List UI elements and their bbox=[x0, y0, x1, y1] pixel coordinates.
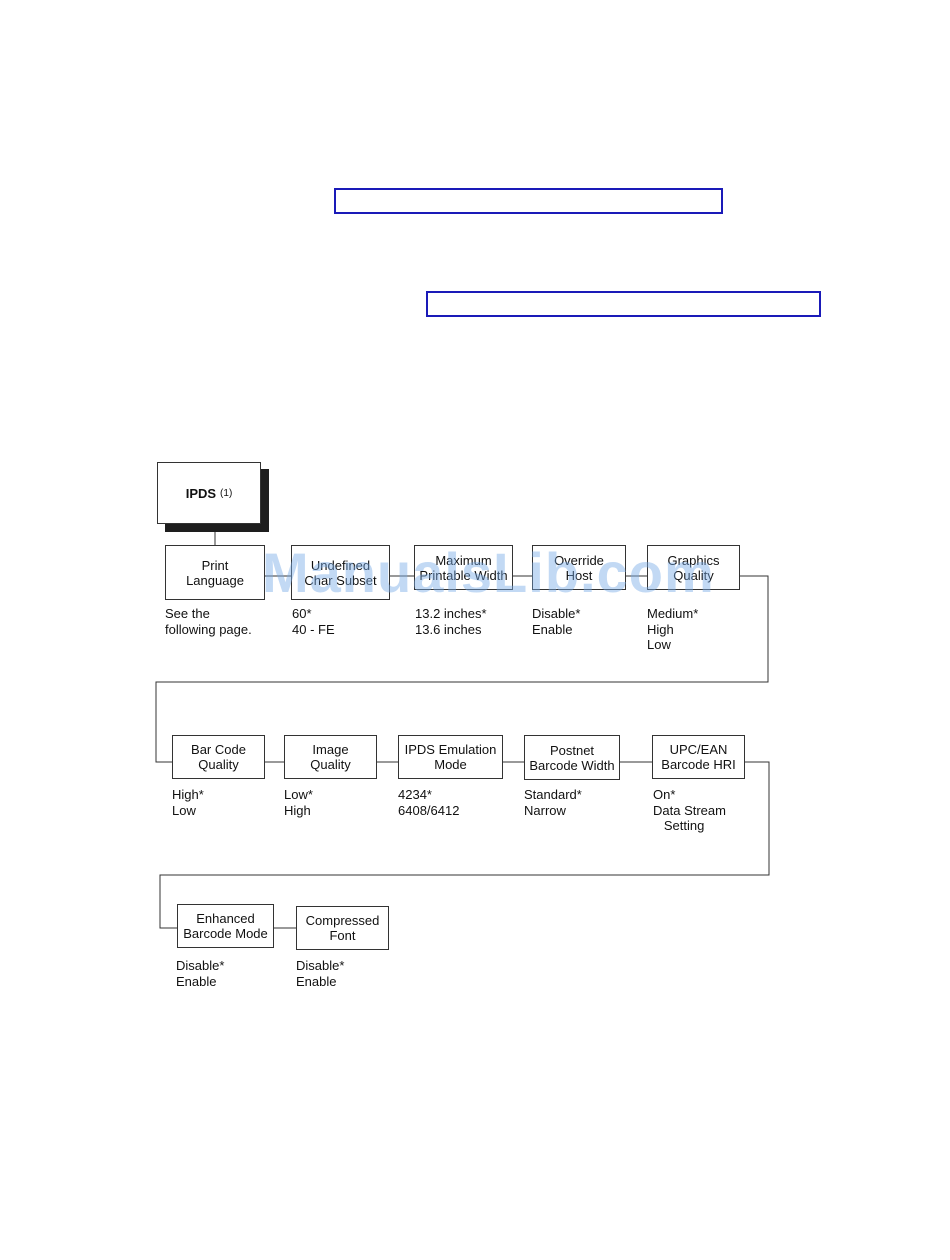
option: Standard* bbox=[524, 787, 582, 802]
box-line: Postnet bbox=[549, 742, 595, 758]
box-line: IPDS Emulation bbox=[404, 742, 497, 757]
option: Data Stream bbox=[653, 802, 726, 818]
box-line: Quality bbox=[310, 757, 351, 772]
box-line: Image bbox=[312, 742, 349, 757]
ipds-emulation-mode-options: 4234*6408/6412 bbox=[398, 787, 459, 818]
option: Disable* bbox=[296, 958, 345, 973]
option: Disable* bbox=[176, 958, 225, 973]
box-line: Quality bbox=[673, 567, 714, 583]
box-line: Undefined bbox=[310, 557, 371, 573]
option: 40 - FE bbox=[292, 621, 335, 637]
box-line: Language bbox=[186, 572, 244, 588]
option: 4234* bbox=[398, 787, 432, 802]
override-host-options: Disable*Enable bbox=[532, 606, 580, 637]
option: Disable* bbox=[532, 606, 581, 621]
box-line: Compressed bbox=[305, 913, 380, 928]
bar-code-quality-box: Bar Code Quality bbox=[172, 735, 265, 779]
undefined-char-subset-box: Undefined Char Subset bbox=[291, 545, 390, 600]
option: 13.6 inches bbox=[415, 621, 482, 637]
option: Low bbox=[172, 802, 196, 818]
box-line: Barcode HRI bbox=[661, 757, 736, 772]
option: Enable bbox=[296, 973, 337, 989]
box-line: Quality bbox=[198, 757, 239, 772]
enhanced-barcode-mode-box: Enhanced Barcode Mode bbox=[177, 904, 274, 948]
cross-reference-link-2[interactable] bbox=[426, 291, 821, 317]
option: Medium* bbox=[647, 606, 699, 621]
option: Low* bbox=[284, 787, 313, 802]
box-line: Enhanced bbox=[196, 911, 255, 926]
upc-ean-barcode-hri-box: UPC/EAN Barcode HRI bbox=[652, 735, 745, 779]
option: 13.2 inches* bbox=[415, 606, 487, 621]
option: High bbox=[284, 802, 311, 818]
ipds-emulation-mode-box: IPDS Emulation Mode bbox=[398, 735, 503, 779]
ipds-root-box: IPDS (1) bbox=[157, 462, 261, 524]
box-line: Mode bbox=[434, 757, 467, 772]
box-line: Font bbox=[329, 928, 356, 943]
box-line: Print bbox=[201, 557, 229, 573]
option: On* bbox=[653, 787, 676, 802]
box-line: Graphics bbox=[667, 552, 720, 568]
root-note: (1) bbox=[220, 487, 233, 499]
option: 6408/6412 bbox=[398, 802, 460, 818]
option: See the bbox=[165, 606, 210, 621]
option: 60* bbox=[292, 606, 312, 621]
option: Enable bbox=[532, 621, 573, 637]
box-line: Printable Width bbox=[419, 567, 508, 583]
compressed-font-box: Compressed Font bbox=[296, 906, 389, 950]
option: High* bbox=[172, 787, 204, 802]
enhanced-barcode-mode-options: Disable*Enable bbox=[176, 958, 224, 989]
box-line: Barcode Width bbox=[529, 757, 615, 773]
box-line: Override bbox=[554, 552, 604, 568]
box-line: UPC/EAN bbox=[669, 742, 728, 757]
undefined-char-subset-options: 60*40 - FE bbox=[292, 606, 335, 637]
box-line: Bar Code bbox=[191, 742, 246, 757]
box-line: Barcode Mode bbox=[183, 926, 268, 941]
box-line: Maximum bbox=[435, 552, 492, 568]
image-quality-box: Image Quality bbox=[284, 735, 377, 779]
box-line: Char Subset bbox=[304, 572, 377, 588]
option: Enable bbox=[176, 973, 217, 989]
box-line: Host bbox=[565, 567, 593, 583]
maximum-printable-width-box: Maximum Printable Width bbox=[414, 545, 513, 590]
option: following page. bbox=[165, 621, 252, 637]
bar-code-quality-options: High*Low bbox=[172, 787, 204, 818]
option: Narrow bbox=[524, 802, 566, 818]
root-label: IPDS bbox=[185, 485, 217, 501]
print-language-box: Print Language bbox=[165, 545, 265, 600]
postnet-barcode-width-options: Standard*Narrow bbox=[524, 787, 582, 818]
image-quality-options: Low*High bbox=[284, 787, 313, 818]
postnet-barcode-width-box: Postnet Barcode Width bbox=[524, 735, 620, 780]
maximum-printable-width-options: 13.2 inches*13.6 inches bbox=[415, 606, 487, 637]
option: Setting bbox=[653, 818, 705, 833]
upc-ean-barcode-hri-options: On*Data Stream Setting bbox=[653, 787, 726, 834]
option: Low bbox=[647, 637, 671, 652]
cross-reference-link-1[interactable] bbox=[334, 188, 723, 214]
graphics-quality-box: Graphics Quality bbox=[647, 545, 740, 590]
compressed-font-options: Disable*Enable bbox=[296, 958, 344, 989]
override-host-box: Override Host bbox=[532, 545, 626, 590]
option: High bbox=[647, 621, 674, 637]
